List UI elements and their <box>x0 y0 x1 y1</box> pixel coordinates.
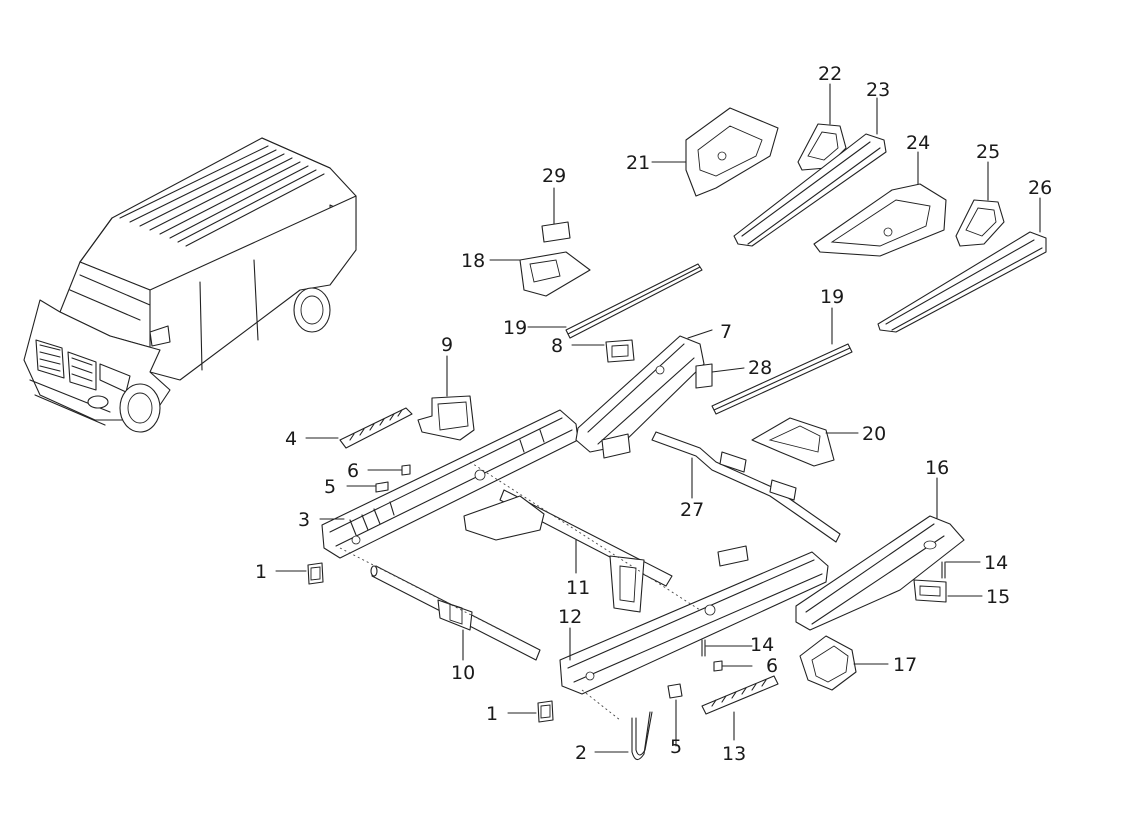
label-part-18: 18 <box>461 250 485 272</box>
leader-lines <box>275 83 1041 753</box>
label-part-14-right: 14 <box>984 552 1008 574</box>
label-part-24: 24 <box>906 132 930 154</box>
part-5-clip-left <box>375 481 389 493</box>
part-19-long-bar-left <box>565 263 703 339</box>
part-15-bracket <box>913 579 947 603</box>
part-4-support-bracket <box>339 407 413 449</box>
part-29-small-plate <box>541 221 571 243</box>
alignment-lines <box>339 461 701 721</box>
label-part-10: 10 <box>451 662 475 684</box>
label-part-5-bottom: 5 <box>670 736 682 758</box>
part-8-bracket <box>605 339 635 363</box>
part-6-nut-right <box>713 660 723 672</box>
label-part-12: 12 <box>558 606 582 628</box>
part-7-front-rail <box>575 335 705 459</box>
label-part-19-right: 19 <box>820 286 844 308</box>
label-part-6-right: 6 <box>766 655 778 677</box>
part-6-nut-left <box>401 464 411 476</box>
label-part-9: 9 <box>441 334 453 356</box>
part-14-pin-right <box>941 561 946 579</box>
part-12-right-frame-rail <box>559 545 829 695</box>
label-part-4: 4 <box>285 428 297 450</box>
label-part-25: 25 <box>976 141 1000 163</box>
label-part-23: 23 <box>866 79 890 101</box>
label-part-19-left: 19 <box>503 317 527 339</box>
label-part-16: 16 <box>925 457 949 479</box>
label-part-5-left: 5 <box>324 476 336 498</box>
label-part-26: 26 <box>1028 177 1052 199</box>
label-part-1-left: 1 <box>255 561 267 583</box>
label-part-6-left: 6 <box>347 460 359 482</box>
part-1-bracket-bottom <box>537 700 554 723</box>
van-illustration <box>23 137 357 433</box>
part-labels: 1 1 2 3 4 5 5 6 6 7 8 9 10 11 12 13 14 1… <box>255 63 1052 765</box>
label-part-7: 7 <box>720 321 732 343</box>
part-13-support-bracket <box>701 675 779 715</box>
part-23-long-rail <box>733 133 887 247</box>
label-part-8: 8 <box>551 335 563 357</box>
label-part-13: 13 <box>722 743 746 765</box>
label-part-20: 20 <box>862 423 886 445</box>
label-part-21: 21 <box>626 152 650 174</box>
label-part-27: 27 <box>680 499 704 521</box>
part-26-long-rail <box>877 231 1047 333</box>
label-part-15: 15 <box>986 586 1010 608</box>
part-16-rear-rail <box>795 515 965 631</box>
part-1-bracket-left <box>307 562 324 585</box>
part-17-rear-bracket <box>799 635 857 691</box>
part-3-left-frame-rail <box>321 409 579 559</box>
label-part-29: 29 <box>542 165 566 187</box>
label-part-17: 17 <box>893 654 917 676</box>
part-18-plate <box>519 251 591 297</box>
label-part-28: 28 <box>748 357 772 379</box>
part-20-bracket-plate <box>751 417 835 467</box>
part-11-crossmember-assembly <box>463 489 673 613</box>
part-21-floor-panel <box>685 107 779 197</box>
part-25-bracket <box>955 199 1005 247</box>
label-part-14-center: 14 <box>750 634 774 656</box>
label-part-22: 22 <box>818 63 842 85</box>
part-9-mount-bracket <box>417 395 475 441</box>
part-19-long-bar-right <box>711 343 853 415</box>
label-part-3: 3 <box>298 509 310 531</box>
label-part-1-bottom: 1 <box>486 703 498 725</box>
label-part-11: 11 <box>566 577 590 599</box>
part-24-floor-panel <box>813 183 947 257</box>
part-10-crossmember-tube <box>370 565 541 661</box>
part-14-pin-center <box>701 639 706 657</box>
part-2-u-bolt <box>631 711 653 761</box>
part-27-bent-tube <box>651 431 841 543</box>
label-part-2: 2 <box>575 742 587 764</box>
part-5-clip-bottom <box>667 683 683 699</box>
part-28-bracket <box>695 363 713 389</box>
